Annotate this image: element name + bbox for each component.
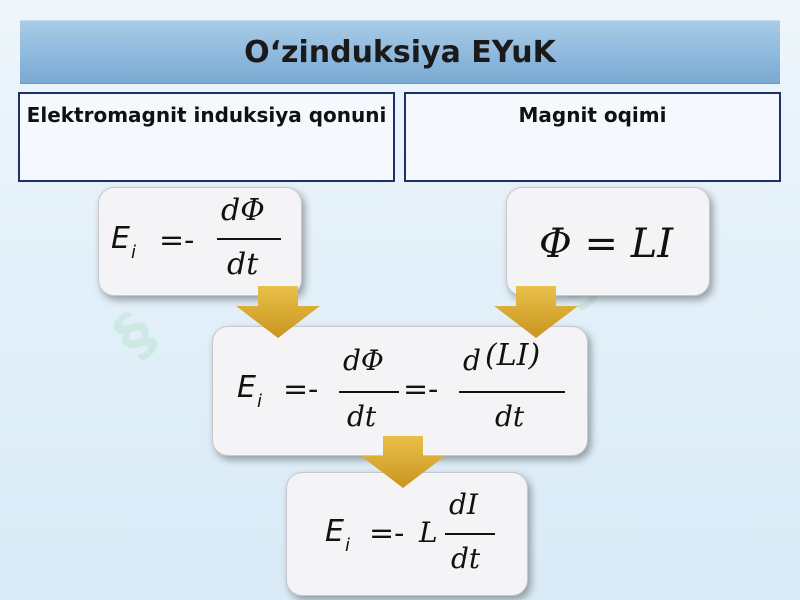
fraction-line-1 — [339, 391, 399, 393]
emf-subscript: i — [257, 391, 263, 412]
right-heading-box: Magnit oqimi — [404, 92, 781, 182]
formula-faraday-law: E i =- dΦ dt — [98, 187, 302, 296]
emf-subscript: i — [131, 242, 137, 263]
numerator: dΦ — [221, 193, 265, 228]
formula-self-induction-emf: E i =- L dI dt — [286, 472, 528, 596]
equals-minus: =- — [369, 516, 405, 551]
numerator-2-paren: (LI) — [485, 338, 541, 373]
left-heading: Elektromagnit induksiya qonuni — [26, 103, 387, 127]
equals-minus: =- — [283, 372, 319, 407]
denominator-1: dt — [347, 400, 377, 433]
numerator: dI — [449, 488, 478, 521]
slide-title: O‘zinduksiya EYuK — [20, 20, 780, 84]
inductance-coef: L — [419, 516, 438, 549]
emf-symbol: E — [237, 370, 256, 405]
denominator: dt — [451, 542, 481, 575]
down-arrow-icon — [361, 436, 445, 488]
flux-equation: Φ = LI — [539, 221, 674, 267]
right-heading: Magnit oqimi — [518, 103, 667, 127]
down-arrow-icon — [236, 286, 320, 338]
numerator-2-d: d — [463, 344, 481, 377]
numerator-1: dΦ — [343, 344, 384, 377]
emf-symbol: E — [111, 221, 130, 256]
denominator-2: dt — [495, 400, 525, 433]
down-arrow-icon — [494, 286, 578, 338]
equals-minus-2: =- — [403, 372, 439, 407]
fraction-line-2 — [459, 391, 565, 393]
fraction-line — [217, 238, 281, 240]
fraction-line — [445, 533, 495, 535]
equals-minus: =- — [159, 223, 195, 258]
formula-combined: E i =- dΦ dt =- d (LI) dt — [212, 326, 588, 456]
formula-magnetic-flux: Φ = LI — [506, 187, 710, 296]
emf-subscript: i — [345, 535, 351, 556]
left-heading-box: Elektromagnit induksiya qonuni — [18, 92, 395, 182]
denominator: dt — [227, 247, 259, 282]
emf-symbol: E — [325, 514, 344, 549]
watermark: § — [101, 298, 169, 372]
